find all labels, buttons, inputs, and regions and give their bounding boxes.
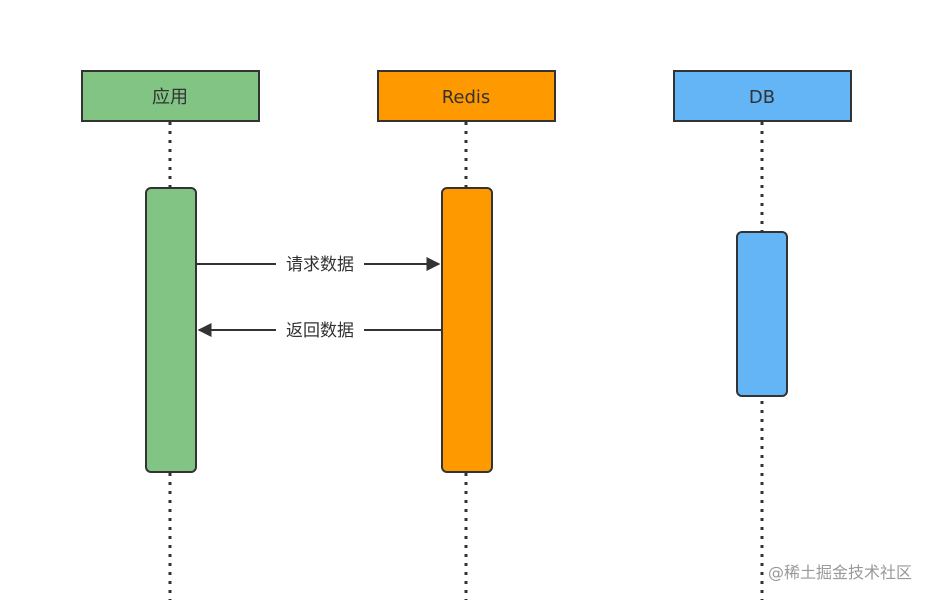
message-request: 请求数据 [197, 252, 441, 276]
participant-redis[interactable]: Redis [377, 70, 556, 122]
message-return-label: 返回数据 [286, 321, 354, 341]
participant-db-box [673, 70, 852, 122]
activation-db [736, 231, 788, 397]
participant-app-label: 应用 [152, 87, 188, 108]
message-request-label-bg [276, 252, 364, 276]
message-return: 返回数据 [197, 318, 441, 342]
activation-app [145, 187, 197, 473]
participant-redis-label: Redis [442, 87, 491, 108]
participant-db-label: DB [749, 87, 775, 108]
message-request-label: 请求数据 [286, 255, 354, 275]
activation-redis [441, 187, 493, 473]
participant-redis-box [377, 70, 556, 122]
participant-app-box [81, 70, 260, 122]
participant-app[interactable]: 应用 [81, 70, 260, 122]
message-return-label-bg [276, 318, 364, 342]
watermark: @稀土掘金技术社区 [768, 563, 912, 582]
participant-db[interactable]: DB [673, 70, 852, 122]
